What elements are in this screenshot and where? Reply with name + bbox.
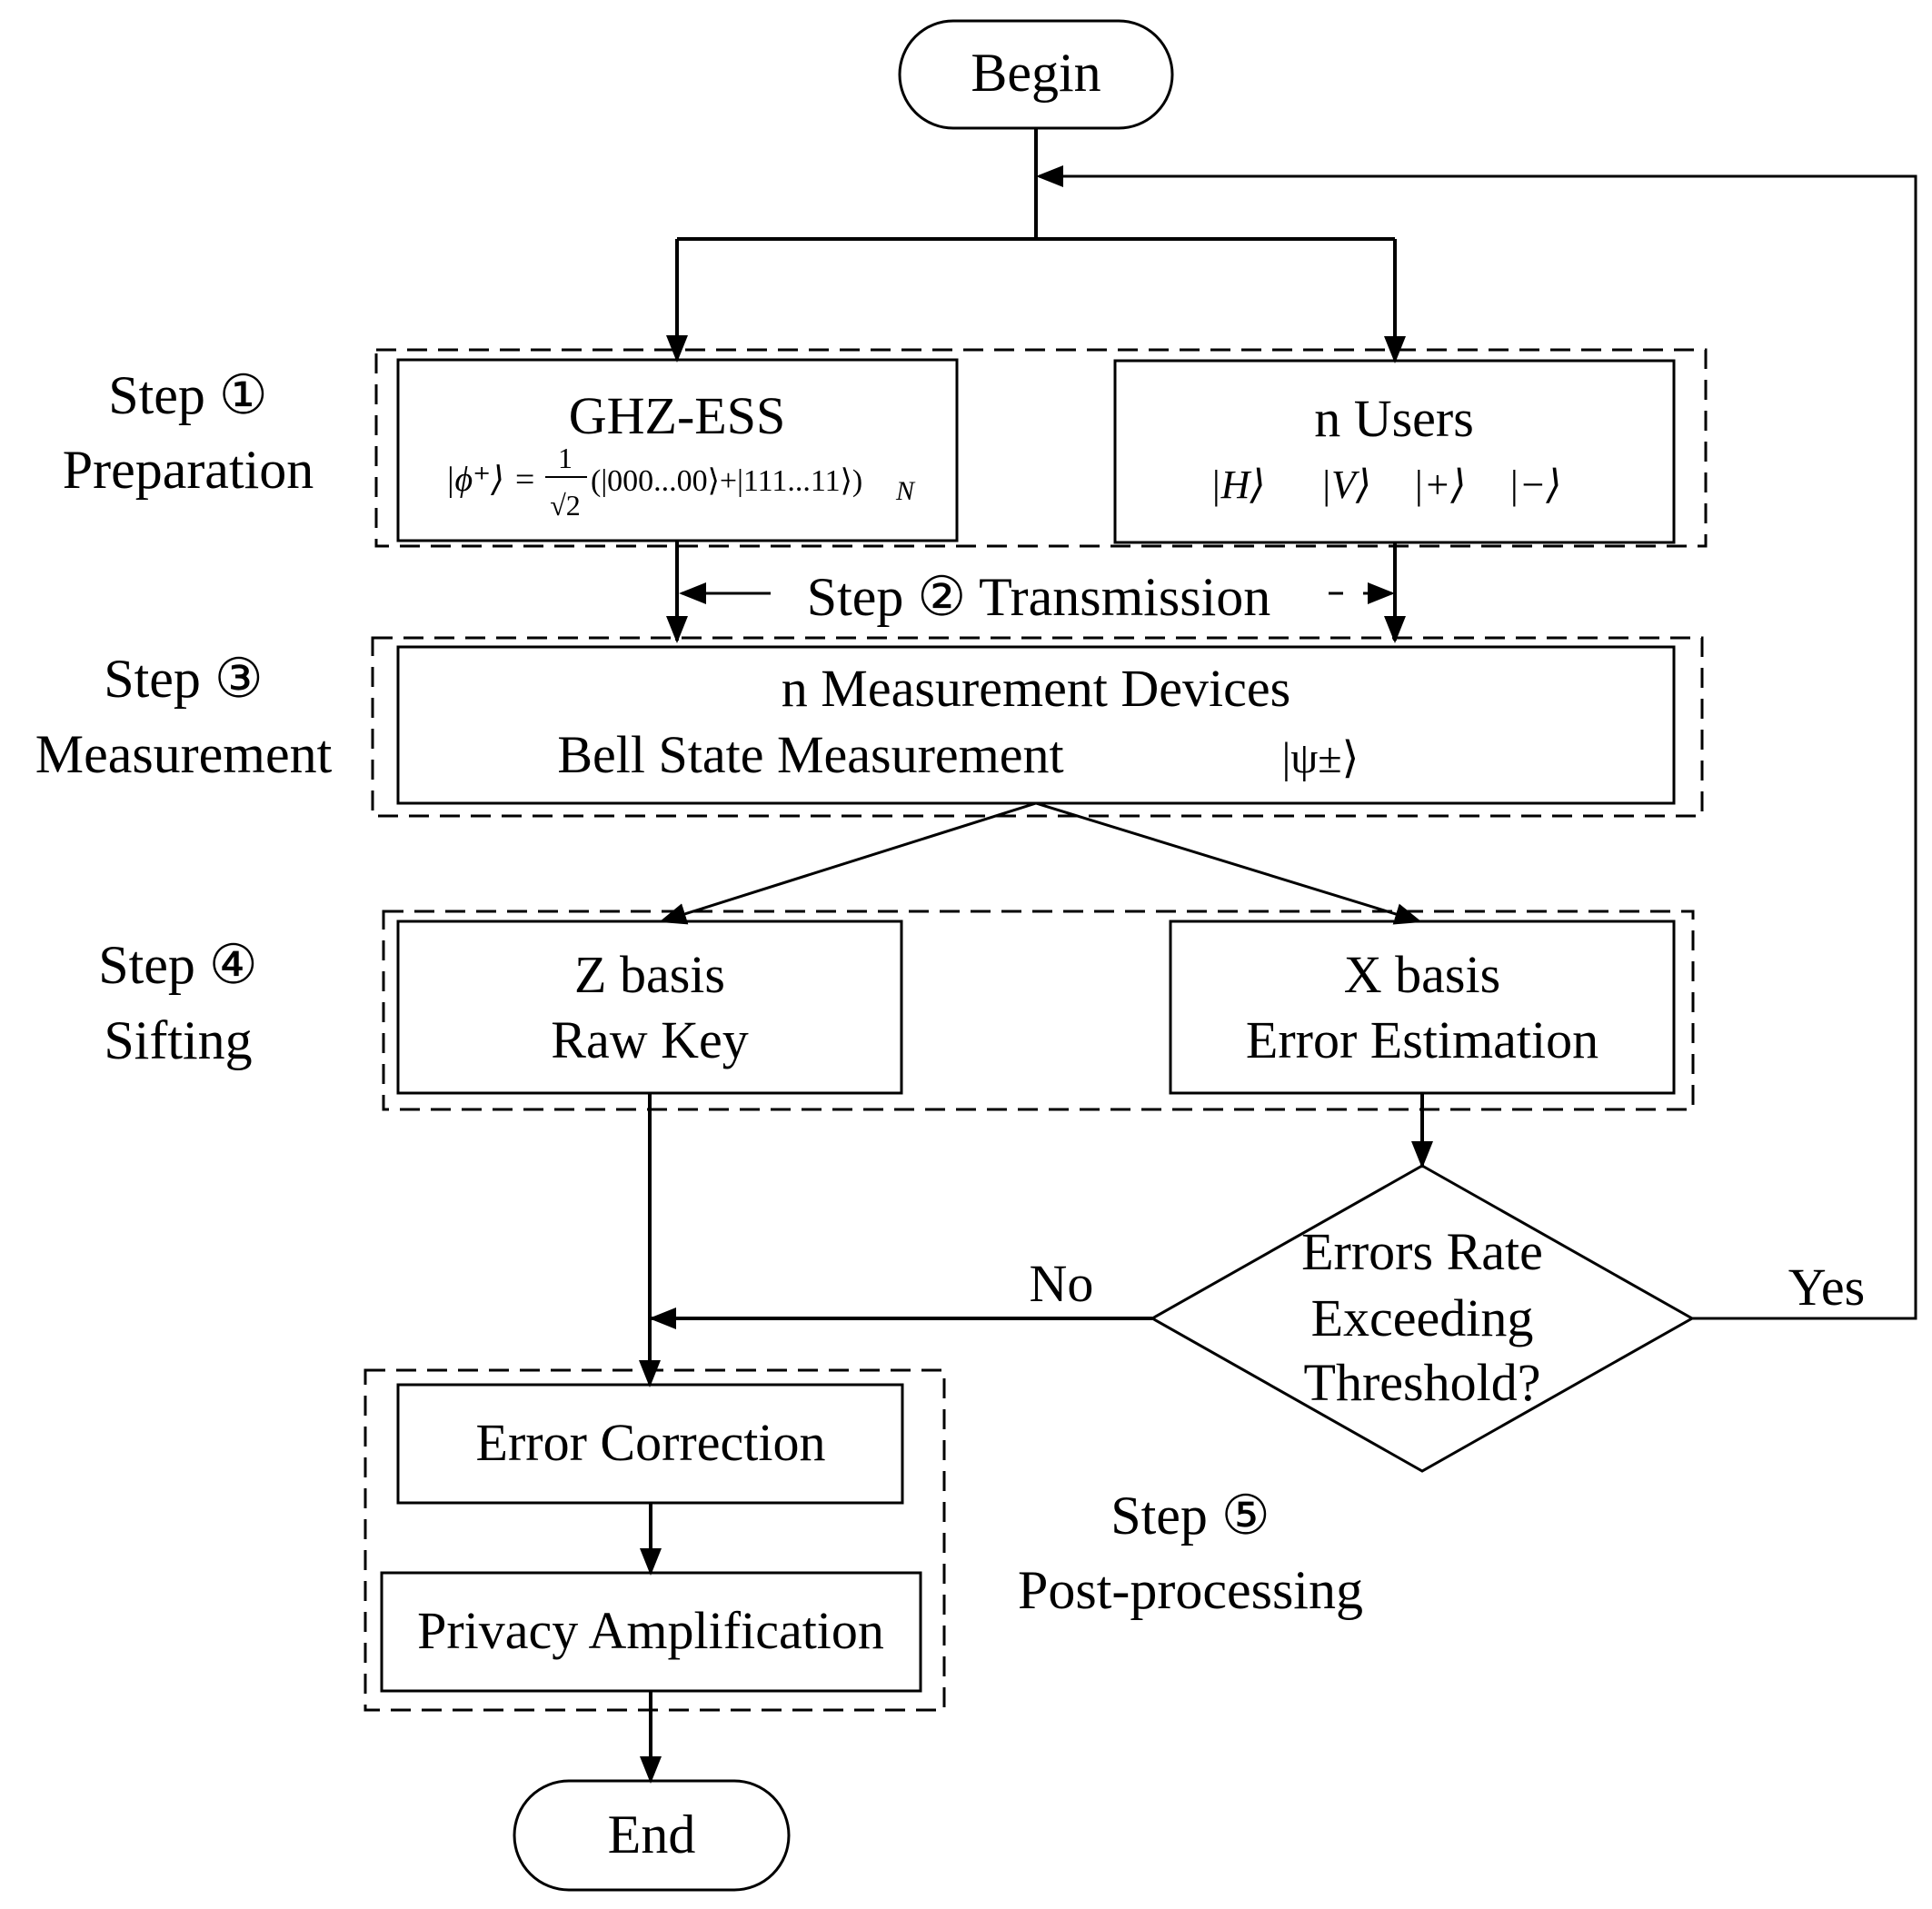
- step3-name: Measurement: [35, 724, 333, 784]
- measurement-method: Bell State Measurement: [557, 725, 1063, 784]
- ghz-formula-denominator: √2: [550, 489, 581, 522]
- to-z-basis-arrow: [659, 801, 1037, 925]
- error-threshold-decision: [1149, 1164, 1696, 1473]
- ghz-formula-rhs: (|000...00⟩+|111...11⟩): [591, 464, 862, 498]
- step4-group: [382, 910, 1695, 1111]
- decision-line1: Errors Rate: [1301, 1222, 1543, 1281]
- users-box: [1113, 359, 1676, 544]
- x-basis-title: X basis: [1344, 945, 1500, 1004]
- state-plus: |+⟩: [1413, 462, 1467, 507]
- to-x-basis-arrow: [1035, 801, 1422, 925]
- yes-label: Yes: [1788, 1258, 1865, 1317]
- ghz-formula-lhs: |ϕ⁺⟩ =: [445, 461, 536, 499]
- measurement-state: |ψ±⟩: [1282, 734, 1359, 782]
- connectors: [639, 128, 1917, 1784]
- state-minus: |−⟩: [1509, 462, 1562, 507]
- z-basis-box: [396, 920, 903, 1095]
- measurement-title: n Measurement Devices: [782, 659, 1290, 718]
- error-correction-label: Error Correction: [476, 1413, 826, 1472]
- error-correction-box: [396, 1383, 904, 1505]
- decision-line3: Threshold?: [1304, 1353, 1541, 1412]
- step1-title: Step ①: [108, 365, 267, 425]
- users-title: n Users: [1314, 389, 1474, 448]
- step5-title: Step ⑤: [1110, 1486, 1270, 1546]
- step4-title: Step ④: [98, 935, 257, 995]
- state-v: |V⟩: [1320, 462, 1371, 507]
- z-basis-subtitle: Raw Key: [551, 1010, 748, 1069]
- step3-group: [371, 636, 1704, 818]
- step2-transmission-label: Step ② Transmission: [807, 567, 1271, 627]
- z-basis-title: Z basis: [574, 945, 725, 1004]
- step1-group: [374, 348, 1708, 548]
- transmission-label-bg: [780, 562, 1323, 625]
- yes-branch-loop: [1036, 165, 1917, 1320]
- ghz-formula-numerator: 1: [558, 442, 573, 474]
- step4-name: Sifting: [104, 1010, 252, 1070]
- privacy-amplification-box: [380, 1571, 922, 1693]
- end-label: End: [608, 1805, 696, 1864]
- decision-line2: Exceeding: [1311, 1288, 1534, 1347]
- ghz-formula-subscript: N: [895, 476, 916, 506]
- x-basis-box: [1169, 920, 1676, 1095]
- privacy-amplification-label: Privacy Amplification: [417, 1601, 884, 1660]
- step5-name: Post-processing: [1018, 1560, 1363, 1620]
- user-states: |H⟩ |V⟩ |+⟩ |−⟩: [1210, 462, 1561, 507]
- measurement-box: [396, 645, 1676, 805]
- state-h: |H⟩: [1210, 462, 1265, 507]
- step1-name: Preparation: [63, 440, 314, 500]
- ghz-ess-title: GHZ-ESS: [569, 386, 785, 445]
- step3-title: Step ③: [104, 649, 263, 709]
- begin-label: Begin: [971, 43, 1100, 103]
- ghz-state-formula: |ϕ⁺⟩ = 1 √2 (|000...00⟩+|111...11⟩) N: [445, 442, 916, 522]
- no-label: No: [1030, 1254, 1094, 1313]
- x-basis-subtitle: Error Estimation: [1246, 1010, 1598, 1069]
